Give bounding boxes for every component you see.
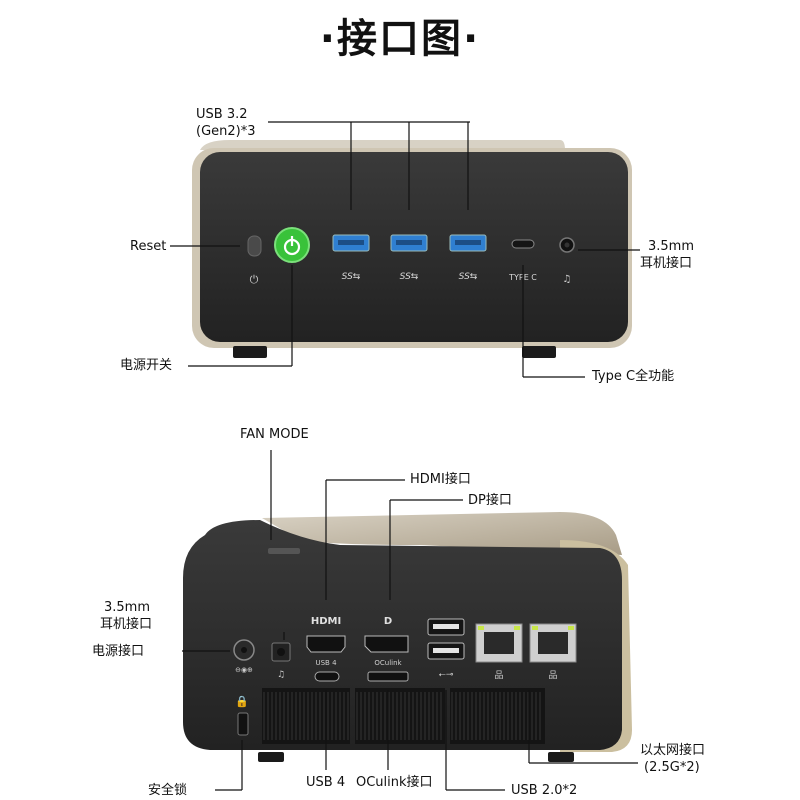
front-usb-port-2 (390, 234, 428, 252)
label-power-in: 电源接口 (92, 644, 145, 659)
ss-logo-3: SS⇆ (459, 272, 478, 282)
label-ethernet-spec: (2.5G*2) (644, 760, 700, 775)
label-typec-full: Type C全功能 (592, 369, 675, 384)
front-device: ⏻ SS⇆ SS⇆ SS⇆ TYPE C ♫ (192, 140, 632, 358)
label-front-audio-size: 3.5mm (648, 239, 695, 254)
usb-trident-icon: ⭠⊸ (439, 670, 454, 680)
rear-headphone-icon: ♫ (277, 670, 285, 680)
label-rear-audio-name: 耳机接口 (100, 617, 153, 632)
security-lock-slot (237, 712, 249, 736)
hdmi-logo: HDMI (311, 616, 341, 627)
ethernet-port-1 (475, 623, 523, 663)
vent-grille-middle (355, 688, 445, 744)
page-title: ·接口图· (319, 16, 481, 62)
ethernet-port-2 (529, 623, 577, 663)
label-front-audio-name: 耳机接口 (640, 256, 693, 271)
label-power-switch: 电源开关 (120, 358, 173, 373)
front-usb-port-3 (449, 234, 487, 252)
reset-button (247, 235, 262, 257)
ss-logo-1: SS⇆ (342, 272, 361, 282)
front-usb-port-1 (332, 234, 370, 252)
front-foot-right (522, 346, 556, 358)
oculink-port (367, 671, 409, 682)
usb4-small-mark: USB 4 (315, 659, 337, 667)
label-rear-audio-size: 3.5mm (104, 600, 151, 615)
fan-mode-switch (268, 548, 300, 554)
hdmi-port (306, 635, 346, 653)
headphone-icon: ♫ (563, 274, 572, 285)
front-typec-port (511, 239, 535, 249)
usb4-port (314, 671, 340, 682)
dp-logo-icon: D (384, 616, 392, 627)
oculink-small-mark: OCulink (374, 659, 402, 667)
label-reset: Reset (130, 239, 167, 254)
network-icon-1: 品 (494, 670, 503, 681)
rear-lid (262, 512, 622, 555)
label-usb4: USB 4 (306, 775, 346, 790)
lock-icon: 🔒 (235, 695, 249, 708)
label-fan-mode: FAN MODE (240, 427, 309, 442)
dp-port (364, 635, 409, 653)
rear-callout-lines (182, 450, 638, 791)
rear-device: ⊖◉⊕ ♫ 🔒 HDMI USB 4 D OCulink ⭠⊸ (183, 512, 632, 762)
label-lock: 安全锁 (148, 783, 188, 798)
reset-symbol-icon: ⏻ (250, 273, 259, 286)
front-foot-left (233, 346, 267, 358)
label-ethernet: 以太网接口 (640, 743, 706, 758)
front-callout-lines (170, 121, 640, 378)
label-dp: DP接口 (468, 493, 512, 508)
network-icon-2: 品 (548, 670, 557, 681)
dc-polarity-icon: ⊖◉⊕ (235, 666, 253, 674)
label-usb32-count: (Gen2)*3 (196, 124, 256, 139)
label-usb32: USB 3.2 (196, 107, 248, 122)
label-oculink: OCulink接口 (356, 775, 433, 790)
front-lid (200, 140, 565, 150)
ss-logo-2: SS⇆ (400, 272, 419, 282)
label-usb20: USB 2.0*2 (511, 783, 578, 798)
label-hdmi: HDMI接口 (410, 472, 471, 487)
vent-grille-left (262, 688, 350, 744)
